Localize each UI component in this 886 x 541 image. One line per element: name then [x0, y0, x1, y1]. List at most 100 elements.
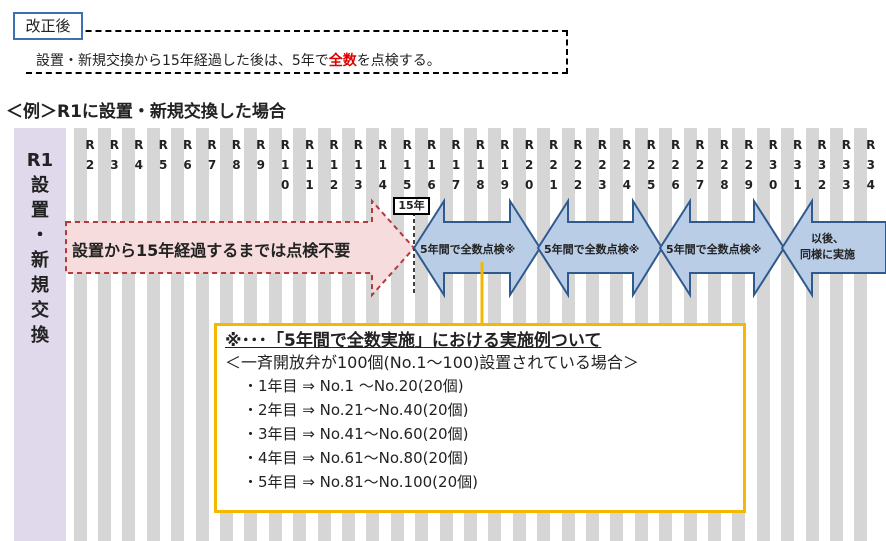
- year-label-char: 2: [817, 178, 827, 192]
- year-label-char: R: [500, 138, 510, 152]
- year-label-char: 2: [720, 158, 729, 172]
- year-label-char: 1: [500, 158, 509, 172]
- year-label-char: R: [451, 138, 461, 152]
- year-label-char: 0: [769, 178, 778, 192]
- year-label-char: 3: [866, 158, 875, 172]
- year-label-char: 2: [598, 158, 607, 172]
- year-label-char: R: [622, 138, 632, 152]
- year-label-char: 2: [647, 158, 656, 172]
- year-label-char: R: [573, 138, 583, 152]
- row-label-char: 新: [31, 250, 49, 271]
- year-label: R 2 3: [592, 138, 612, 198]
- year-label-char: R: [256, 138, 266, 152]
- year-label-char: 2: [329, 178, 339, 192]
- row-label-char: 交: [31, 300, 49, 321]
- year-label-char: 8: [232, 158, 241, 172]
- pink-arrow: [65, 198, 416, 298]
- year-label-char: 2: [549, 158, 558, 172]
- example-title: ＜例＞R1に設置・新規交換した場合: [6, 102, 286, 122]
- year-label-char: 6: [427, 178, 436, 192]
- year-label-char: 2: [695, 158, 705, 172]
- year-label-char: R: [670, 138, 681, 152]
- revision-tag: 改正後: [13, 12, 83, 40]
- year-label-char: 3: [354, 178, 363, 192]
- year-label-char: 3: [769, 158, 778, 172]
- year-label-char: R: [524, 138, 534, 152]
- year-label-char: 3: [793, 158, 802, 172]
- example-note: ※･･･「5年間で全数実施」における実施例ついて ＜一斉開放弁が100個(No.…: [214, 323, 746, 513]
- year-label-char: R: [866, 138, 876, 152]
- year-label-char: 7: [695, 178, 705, 192]
- year-label-char: R: [744, 138, 754, 152]
- year-stripe: [781, 128, 795, 541]
- blue-arrow-label-1: 5年間で全数点検※: [420, 243, 516, 256]
- year-label-char: 2: [573, 178, 583, 192]
- year-label-char: 0: [281, 178, 290, 192]
- note-item: ・4年目 ⇒ No.61～No.80(20個): [243, 449, 469, 467]
- rule-box: [26, 30, 568, 74]
- year-label-char: 5: [403, 178, 412, 192]
- blue-arrow-last: [780, 197, 886, 299]
- year-label-char: 5: [159, 158, 168, 172]
- year-label-char: R: [475, 138, 486, 152]
- row-label-r1: R1: [26, 150, 54, 171]
- year-label-char: 2: [85, 158, 95, 172]
- year-label-char: 4: [378, 178, 387, 192]
- year-label-char: R: [109, 138, 120, 152]
- note-item: ・1年目 ⇒ No.1 ～No.20(20個): [243, 377, 464, 395]
- year-label-char: R: [426, 138, 437, 152]
- year-label-char: R: [353, 138, 364, 152]
- blue-arrow-label-2: 5年間で全数点検※: [544, 243, 640, 256]
- year-label-char: 4: [134, 158, 143, 172]
- row-label-char: 置: [31, 200, 49, 221]
- year-label-char: R: [85, 138, 95, 152]
- year-label-char: 3: [110, 158, 119, 172]
- year-label-char: R: [378, 138, 388, 152]
- year-label-char: R: [597, 138, 608, 152]
- year-label-char: 9: [500, 178, 509, 192]
- fifteen-year-badge: 15年: [393, 197, 430, 215]
- year-label-char: R: [329, 138, 339, 152]
- year-label-char: 1: [378, 158, 387, 172]
- year-label: R 1 9: [495, 138, 515, 198]
- year-label-char: R: [182, 138, 193, 152]
- row-label: R1 設 置 ・ 新 規 交 換: [14, 148, 66, 348]
- year-label-char: 0: [525, 178, 534, 192]
- year-label-char: R: [134, 138, 144, 152]
- year-label-char: 3: [598, 178, 607, 192]
- year-label-char: 1: [281, 158, 290, 172]
- note-subtitle: ＜一斉開放弁が100個(No.1～100)設置されている場合＞: [225, 353, 639, 372]
- year-label-char: 8: [476, 178, 485, 192]
- year-label-char: 4: [622, 178, 631, 192]
- year-label: R 1 4: [373, 138, 393, 198]
- year-label-char: 7: [207, 158, 217, 172]
- year-label-char: 3: [842, 158, 851, 172]
- year-label-char: 3: [842, 178, 851, 192]
- year-label-char: 6: [671, 178, 680, 192]
- blue-arrow-label-3: 5年間で全数点検※: [666, 243, 762, 256]
- year-label-char: 1: [403, 158, 412, 172]
- last-arrow-line2: 同様に実施: [800, 248, 855, 261]
- year-label-char: 3: [817, 158, 827, 172]
- year-label-char: 1: [305, 158, 314, 172]
- year-label-char: 1: [305, 178, 314, 192]
